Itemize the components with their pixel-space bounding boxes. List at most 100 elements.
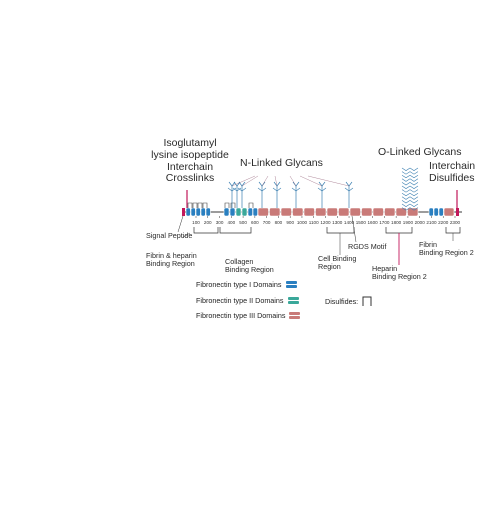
n-glycan-branch — [233, 181, 241, 187]
axis-tick-label: 800 — [275, 220, 283, 225]
signal-peptide-label: Signal Peptide — [146, 231, 193, 240]
type1-domain — [195, 207, 201, 217]
type1-domain — [200, 207, 206, 217]
type1-domain — [247, 207, 253, 217]
type2-domain — [241, 207, 248, 217]
type1-domain — [223, 207, 230, 217]
o-glycan-mark — [401, 200, 411, 204]
type1-domain — [428, 207, 434, 217]
axis-tick-label: 2000 — [415, 220, 426, 225]
type1-domain — [190, 207, 196, 217]
axis-tick-label: 100 — [192, 220, 200, 225]
axis-tick-label: 2200 — [438, 220, 449, 225]
o-glycan-mark — [409, 207, 419, 211]
n-glycan-pointer — [274, 175, 278, 187]
legend-type1: Fibronectin type I Domains — [196, 280, 297, 289]
type3-domain — [349, 207, 361, 217]
fibrin-heparin-bracket — [193, 227, 219, 234]
disulfide-bracket — [197, 202, 203, 208]
axis-tick-label: 1000 — [297, 220, 308, 225]
axis-tick-label: 1400 — [344, 220, 355, 225]
legend-type2: Fibronectin type II Domains — [196, 296, 299, 305]
type3-domain — [303, 207, 315, 217]
axis-tick-label: 1900 — [403, 220, 414, 225]
n-glycan-pointer — [289, 175, 297, 187]
heparin2-bracket — [385, 227, 413, 234]
signal-peptide-mark — [182, 208, 185, 216]
axis-tick-label: 200 — [204, 220, 212, 225]
legend-disulfides-label: Disulfides: — [325, 296, 359, 306]
axis-tick-label: 1200 — [320, 220, 331, 225]
o-glycan-mark — [409, 185, 419, 189]
type1-domain — [438, 207, 444, 217]
o-glycan-mark — [401, 171, 411, 175]
o-glycan-mark — [401, 167, 411, 171]
axis-tick-label: 1300 — [332, 220, 343, 225]
o-glycan-mark — [401, 185, 411, 189]
n-glycan-pointer — [299, 175, 323, 187]
n-glycan-pointer — [261, 175, 269, 187]
type3-domain — [338, 207, 350, 217]
fibrin-binding-2-label: Fibrin Binding Region 2 — [419, 240, 474, 258]
o-glycan-mark — [401, 196, 411, 200]
legend-type1-swatch — [285, 281, 297, 288]
signal-peptide-connector — [177, 215, 184, 233]
type3-domain — [361, 207, 373, 217]
axis-tick-label: 400 — [227, 220, 235, 225]
axis-tick-label: 600 — [251, 220, 259, 225]
n-glycan-pointer — [241, 175, 259, 187]
type3-domain — [372, 207, 384, 217]
n-glycan-branch — [237, 187, 247, 192]
disulfide-bracket — [248, 202, 254, 208]
type1-domain — [229, 207, 236, 217]
o-glycan-mark — [401, 174, 411, 179]
fibrin-heparin-connector — [181, 232, 191, 239]
type3-domain — [257, 207, 269, 217]
n-glycan-branch — [291, 187, 301, 192]
n-glycan-branch — [344, 187, 354, 192]
o-glycan-mark — [401, 182, 411, 186]
axis-tick-label: 300 — [216, 220, 224, 225]
type1-domain — [433, 207, 439, 217]
c-terminal-mark — [456, 208, 459, 216]
n-glycan-branch — [317, 187, 327, 192]
n-glycan-branch — [272, 187, 282, 192]
disulfide-bracket — [192, 202, 198, 208]
o-glycan-mark — [401, 203, 411, 207]
legend-type1-label: Fibronectin type I Domains — [196, 280, 282, 289]
axis-tick-label: 500 — [239, 220, 247, 225]
rgds-connector — [351, 215, 357, 243]
n-glycan-branch — [318, 181, 326, 187]
n-glycan-branch — [257, 187, 267, 192]
o-glycan-mark — [409, 200, 419, 204]
n-glycan-pointer — [307, 175, 350, 187]
heparin-binding-2-label: Heparin Binding Region 2 — [372, 264, 427, 282]
o-glycan-mark — [409, 182, 419, 186]
o-glycan-mark — [409, 196, 419, 200]
interchain-disulfides-label: Interchain Disulfides — [429, 160, 476, 184]
o-glycan-mark — [409, 178, 419, 182]
axis-tick-label: 1100 — [309, 220, 319, 225]
o-linked-glycans-label: O-Linked Glycans — [378, 146, 462, 158]
axis-tick-label: 2100 — [426, 220, 437, 225]
axis-tick-label: 1800 — [391, 220, 402, 225]
o-glycan-mark — [409, 171, 419, 175]
type3-domain — [384, 207, 396, 217]
type3-domain — [395, 207, 407, 217]
legend-type3-label: Fibronectin type III Domains — [196, 311, 286, 320]
disulfide-bracket — [187, 202, 193, 208]
o-glycan-mark — [409, 192, 419, 197]
axis-tick-label: 1700 — [379, 220, 390, 225]
collagen-binding-label: Collagen Binding Region — [225, 257, 274, 275]
o-glycan-mark — [409, 174, 419, 179]
axis-tick-label: 1600 — [367, 220, 378, 225]
type3-domain — [443, 207, 455, 217]
rgds-motif-label: RGDS Motif — [348, 242, 387, 251]
n-glycan-pointer — [231, 175, 256, 187]
disulfide-bracket-icon — [362, 296, 372, 306]
o-glycan-mark — [401, 192, 411, 197]
cell-binding-label: Cell Binding Region — [318, 254, 357, 272]
axis-tick-label: 900 — [286, 220, 294, 225]
axis-tick-label: 2300 — [450, 220, 461, 225]
